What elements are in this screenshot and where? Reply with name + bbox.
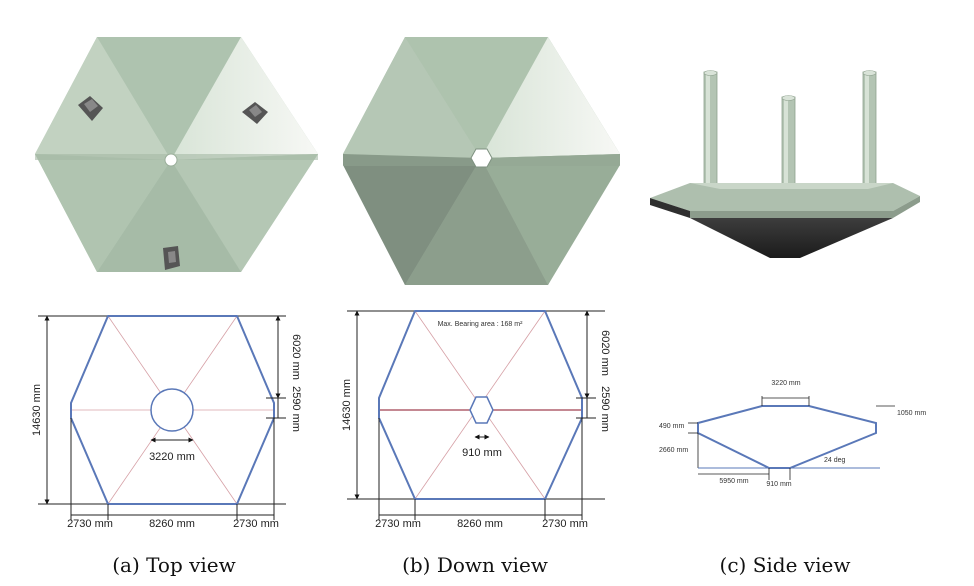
side-top-width-label: 3220 mm (771, 380, 800, 387)
down-upper-label: 6020 mm (599, 330, 611, 376)
top-view-circle (150, 388, 194, 432)
down-view-hex (469, 396, 494, 424)
caption-down-view: (b) Down view (402, 553, 548, 577)
down-view-drawing: Max. Bearing area : 168 m² 14630 mm 6020… (341, 310, 611, 530)
down-left-label: 2730 mm (375, 518, 421, 530)
column-stub-left (78, 96, 103, 121)
side-bottom-label: 910 mm (766, 481, 791, 488)
side-view-outline (697, 405, 877, 469)
side-depth-label: 2660 mm (659, 447, 688, 454)
top-right-label: 2730 mm (233, 518, 279, 530)
side-left-thick-label: 490 mm (659, 423, 684, 430)
down-mid-label: 2590 mm (599, 386, 611, 432)
side-view-drawing: 3220 mm 1050 mm 490 mm 2660 mm 24 deg 59… (659, 380, 926, 488)
side-view-render (650, 70, 920, 258)
top-view-render (35, 37, 318, 272)
down-right-label: 2730 mm (542, 518, 588, 530)
top-left-label: 2730 mm (67, 518, 113, 530)
column-stub-right (242, 102, 268, 124)
top-center-label: 8260 mm (149, 518, 195, 530)
down-center-label: 8260 mm (457, 518, 503, 530)
down-bearing-note: Max. Bearing area : 168 m² (438, 321, 523, 328)
caption-side-view: (c) Side view (720, 553, 851, 577)
hull-deck (650, 183, 920, 211)
caption-top-view: (a) Top view (112, 553, 236, 577)
top-view-drawing: 14630 mm 6020 mm 2590 mm 3220 mm 2730 mm… (31, 315, 302, 530)
top-height-label: 14630 mm (31, 384, 43, 436)
center-hex-hole (470, 148, 493, 168)
top-upper-label: 6020 mm (290, 334, 302, 380)
down-height-label: 14630 mm (341, 379, 353, 431)
column-stub-bottom (163, 246, 180, 270)
down-hex-label: 910 mm (462, 447, 502, 459)
down-view-render (343, 37, 620, 285)
side-angle-label: 24 deg (824, 457, 846, 464)
top-circle-label: 3220 mm (149, 451, 195, 463)
hull-cone (690, 218, 893, 258)
side-right-thick-label: 1050 mm (897, 410, 926, 417)
top-mid-label: 2590 mm (290, 386, 302, 432)
center-hole (164, 153, 178, 167)
side-base-label: 5950 mm (719, 478, 748, 485)
